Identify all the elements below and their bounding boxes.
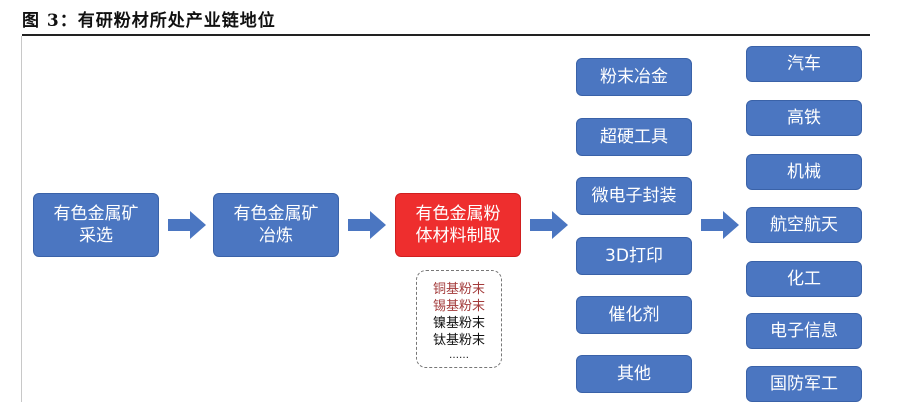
downstream-item: 高铁 (746, 100, 862, 136)
arrow-icon (701, 211, 739, 239)
midstream-item: 3D打印 (576, 237, 692, 275)
midstream-item: 微电子封装 (576, 177, 692, 215)
chain-box-powder-production: 有色金属粉 体材料制取 (395, 193, 521, 257)
chain-box-smelting: 有色金属矿 冶炼 (213, 193, 339, 257)
powder-item: 锡基粉末 (432, 299, 485, 314)
arrow-icon (530, 211, 568, 239)
left-border (21, 36, 22, 402)
powder-item: 铜基粉末 (432, 282, 485, 297)
midstream-item: 催化剂 (576, 296, 692, 334)
powder-item: 镍基粉末 (432, 316, 485, 331)
chain-box-smelting-line1: 有色金属矿 (233, 203, 319, 224)
chain-box-mining: 有色金属矿 采选 (33, 193, 159, 257)
chain-box-powder-line2: 体材料制取 (415, 226, 501, 246)
downstream-item: 汽车 (746, 46, 862, 82)
chain-box-mining-line2: 采选 (79, 226, 113, 246)
powder-types-box: 铜基粉末 锡基粉末 镍基粉末 钛基粉末 …… (416, 270, 502, 368)
midstream-item: 粉末冶金 (576, 58, 692, 96)
downstream-item: 航空航天 (746, 207, 862, 243)
downstream-item: 机械 (746, 154, 862, 190)
midstream-item: 超硬工具 (576, 118, 692, 156)
arrow-icon (348, 211, 386, 239)
powder-item: 钛基粉末 (432, 333, 485, 348)
downstream-item: 化工 (746, 261, 862, 297)
chain-box-powder-line1: 有色金属粉 (415, 203, 501, 224)
downstream-item: 国防军工 (746, 366, 862, 402)
midstream-item: 其他 (576, 355, 692, 393)
chain-box-mining-line1: 有色金属矿 (53, 203, 139, 224)
figure-title: 图 3：有研粉材所处产业链地位 (22, 11, 276, 31)
arrow-icon (168, 211, 206, 239)
powder-item: …… (449, 350, 469, 361)
title-divider (22, 34, 870, 36)
chain-box-smelting-line2: 冶炼 (259, 226, 293, 246)
downstream-item: 电子信息 (746, 313, 862, 349)
